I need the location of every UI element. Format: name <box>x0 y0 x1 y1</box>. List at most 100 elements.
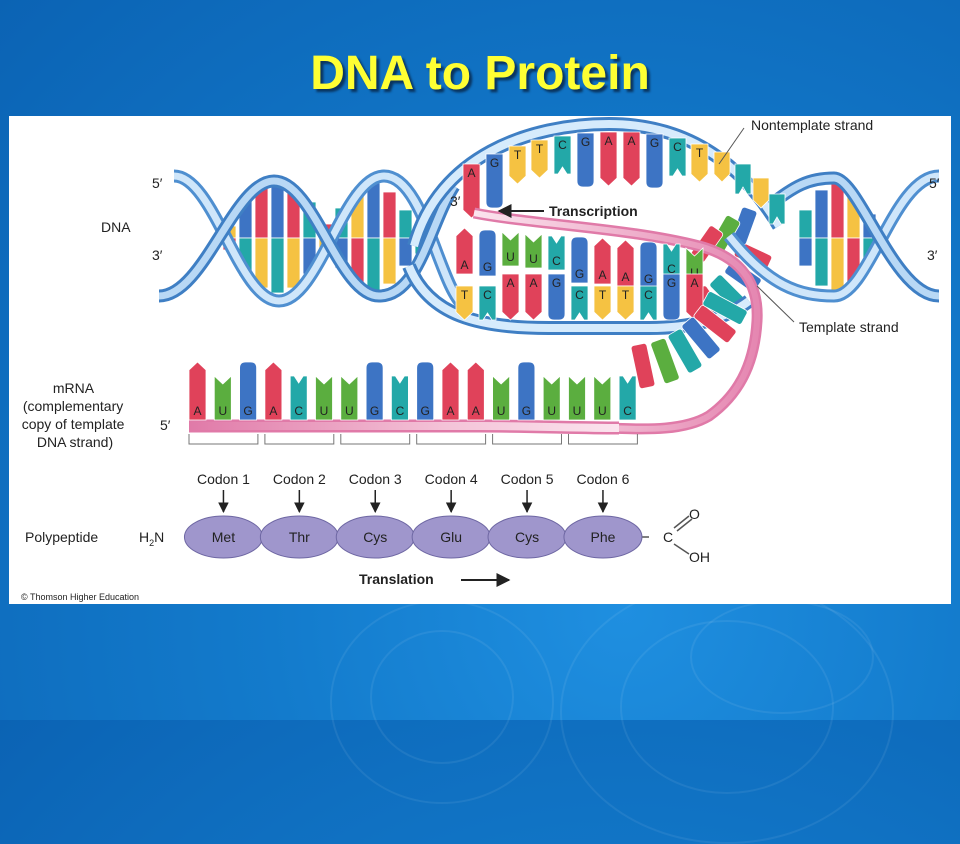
rna-three-prime-label: 3′ <box>450 193 461 209</box>
mrna-trailing-base <box>693 304 737 344</box>
base-letter: A <box>446 404 454 418</box>
amino-acid: Thr <box>259 515 339 559</box>
base-letter: G <box>552 276 561 290</box>
carboxyl-hydroxyl-label: OH <box>689 549 710 565</box>
base-letter: U <box>690 266 699 280</box>
base-letter: C <box>552 254 561 268</box>
mrna-base: A <box>441 361 460 421</box>
base-letter: U <box>506 250 515 264</box>
base-letter: G <box>650 136 659 150</box>
bubble-rna-base: C <box>662 243 681 279</box>
codon-label: Codon 1 <box>197 471 250 487</box>
mrna-trailing-base <box>702 291 748 325</box>
mrna-trailing-base <box>667 328 703 374</box>
template-base: A <box>524 273 543 321</box>
nontemplate-trailing-base <box>713 151 731 183</box>
mrna-strand <box>189 419 620 435</box>
base-letter: A <box>598 268 606 282</box>
codon-bracket <box>492 434 562 445</box>
nontemplate-base: T <box>530 139 549 179</box>
template-base: C <box>570 285 589 321</box>
amino-acid-name: Glu <box>440 529 462 545</box>
bubble-rna-base: A <box>593 237 612 285</box>
nontemplate-base: G <box>576 132 595 188</box>
codon-label: Codon 3 <box>349 471 402 487</box>
bubble-rna-base: U <box>501 231 520 267</box>
mrna-base: A <box>466 361 485 421</box>
mrna-base: U <box>542 375 561 421</box>
mrna-base: U <box>568 375 586 421</box>
codon-label: Codon 5 <box>501 471 554 487</box>
base-letter: C <box>575 288 584 302</box>
base-pair <box>366 182 381 294</box>
mrna-base: U <box>492 375 510 421</box>
base-letter: T <box>461 288 469 302</box>
bubble-rna-base: G <box>639 241 658 289</box>
nontemplate-trailing-base <box>768 193 786 225</box>
mrna-base: U <box>340 375 359 421</box>
polypeptide-label: Polypeptide <box>25 529 98 545</box>
base-letter: G <box>644 272 653 286</box>
base-letter: A <box>604 134 612 148</box>
base-letter: T <box>599 288 607 302</box>
mrna-base: C <box>618 375 637 421</box>
left-helix-backbones <box>158 169 469 312</box>
mrna-label: mRNA (complementary copy of template DNA… <box>22 380 129 450</box>
template-base: C <box>478 285 497 321</box>
base-letter: G <box>581 135 590 149</box>
nontemplate-base: T <box>690 143 709 183</box>
amino-acid-name: Met <box>212 529 235 545</box>
bubble-rna-base: A <box>455 227 474 275</box>
nontemplate-base: A <box>622 131 641 187</box>
base-letter: A <box>269 404 277 418</box>
nontemplate-trailing-base <box>734 163 752 195</box>
base-letter: U <box>497 404 506 418</box>
base-letter: A <box>472 404 480 418</box>
nontemplate-base: G <box>645 133 664 189</box>
base-letter: C <box>623 404 632 418</box>
rna-transcript-arc <box>472 207 763 435</box>
codon-arrows <box>218 490 609 514</box>
dna-label: DNA <box>101 219 131 235</box>
base-letter: T <box>536 142 544 156</box>
base-letter: U <box>345 404 354 418</box>
template-leader-line <box>756 285 795 323</box>
nontemplate-base: G <box>485 153 504 209</box>
nontemplate-leader-line <box>718 127 745 165</box>
base-letter: G <box>575 267 584 281</box>
base-pair <box>398 209 413 267</box>
amino-acid: Cys <box>487 515 567 559</box>
base-letter: A <box>467 166 475 180</box>
base-letter: G <box>522 404 531 418</box>
codon-brackets <box>188 434 638 445</box>
mrna-base: A <box>188 361 207 421</box>
base-pair <box>798 209 813 267</box>
base-letter: C <box>483 288 492 302</box>
base-letter: A <box>627 134 635 148</box>
mrna-trailing-bases <box>630 291 748 390</box>
codon-label: Codon 6 <box>576 471 629 487</box>
bubble-rna-base: G <box>570 236 589 284</box>
template-base: T <box>593 285 612 321</box>
base-pair <box>382 191 397 285</box>
mrna-trailing-base <box>650 338 680 384</box>
nontemplate-trailing-base <box>752 177 770 209</box>
amine-group-label: H2N <box>139 529 164 548</box>
mrna-trailing-base <box>681 316 721 360</box>
template-base: G <box>662 273 681 321</box>
left-three-prime-label: 3′ <box>152 247 163 263</box>
mrna-base: C <box>289 375 308 421</box>
base-letter: A <box>193 404 201 418</box>
amino-acid-name: Cys <box>515 529 539 545</box>
amino-acid: Cys <box>335 515 415 559</box>
amino-acid: Met <box>183 515 263 559</box>
codon-bracket <box>416 434 487 445</box>
base-letter: G <box>483 260 492 274</box>
template-base: T <box>616 285 635 321</box>
template-base: G <box>547 273 566 321</box>
base-pair <box>254 187 269 289</box>
base-letter: C <box>294 404 303 418</box>
codon-label: Codon 2 <box>273 471 326 487</box>
